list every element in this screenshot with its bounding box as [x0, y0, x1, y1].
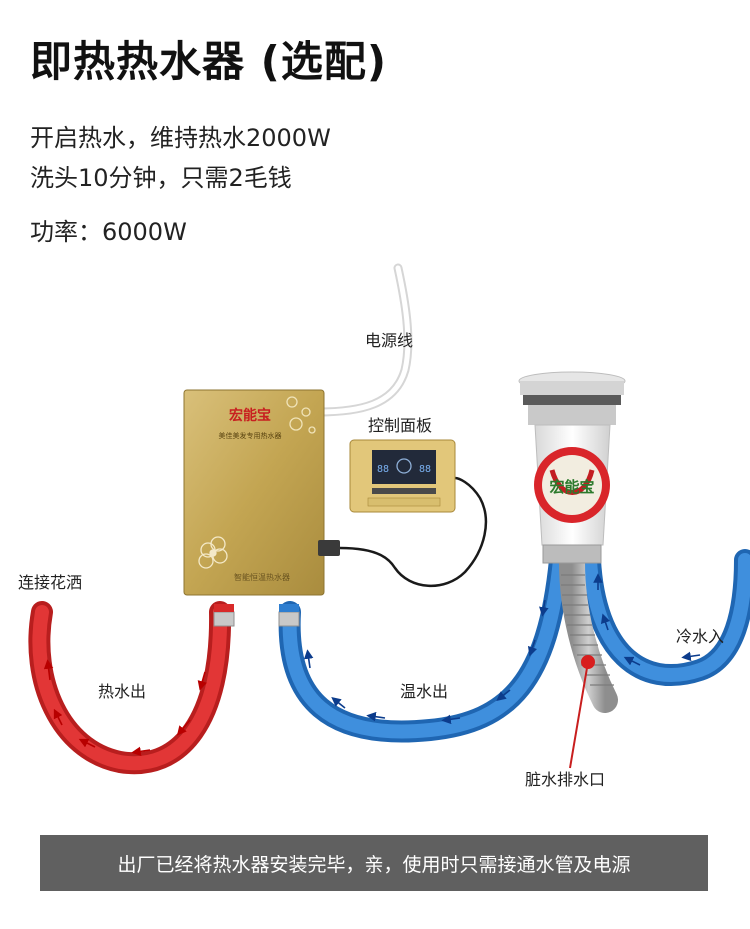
heater-bottom-text: 智能恒温热水器 — [234, 572, 290, 582]
drain-brand-text: 宏能宝 — [549, 478, 594, 496]
control-cable — [339, 476, 488, 587]
footer-banner: 出厂已经将热水器安装完毕，亲，使用时只需接通水管及电源 — [40, 835, 708, 891]
label-warm-water-out: 温水出 — [400, 682, 448, 701]
label-hot-water-out: 热水出 — [98, 682, 146, 701]
panel-display-left: 88 — [377, 464, 389, 475]
hot-water-flow-arrows — [43, 659, 207, 757]
drain-unit — [518, 371, 626, 564]
label-control-panel: 控制面板 — [368, 416, 432, 435]
label-dirty-drain: 脏水排水口 — [525, 770, 605, 789]
heater-subtitle-text: 美佳美发专用热水器 — [219, 431, 282, 440]
panel-display-right: 88 — [419, 464, 431, 475]
drain-pointer-line — [569, 661, 589, 769]
label-power-cord: 电源线 — [365, 331, 413, 350]
cold-water-flow-arrows — [593, 573, 701, 666]
drain-pointer-dot — [581, 655, 595, 669]
control-panel-unit — [349, 439, 456, 513]
power-text: 功率：6000W — [30, 218, 187, 246]
label-cold-water-in: 冷水入 — [676, 627, 724, 646]
warm-water-flow-arrows — [303, 599, 549, 725]
page-title: 即热热水器 (选配) — [30, 37, 388, 86]
heater-flower-decor — [198, 536, 228, 569]
drain-hose — [559, 549, 618, 713]
feature-text-1: 开启热水，维持热水2000W — [30, 124, 331, 152]
feature-text-2: 洗头10分钟，只需2毛钱 — [30, 164, 292, 192]
water-heater-unit — [183, 389, 340, 627]
heater-brand-text: 宏能宝 — [229, 407, 271, 424]
label-connect-shower: 连接花洒 — [18, 573, 82, 592]
